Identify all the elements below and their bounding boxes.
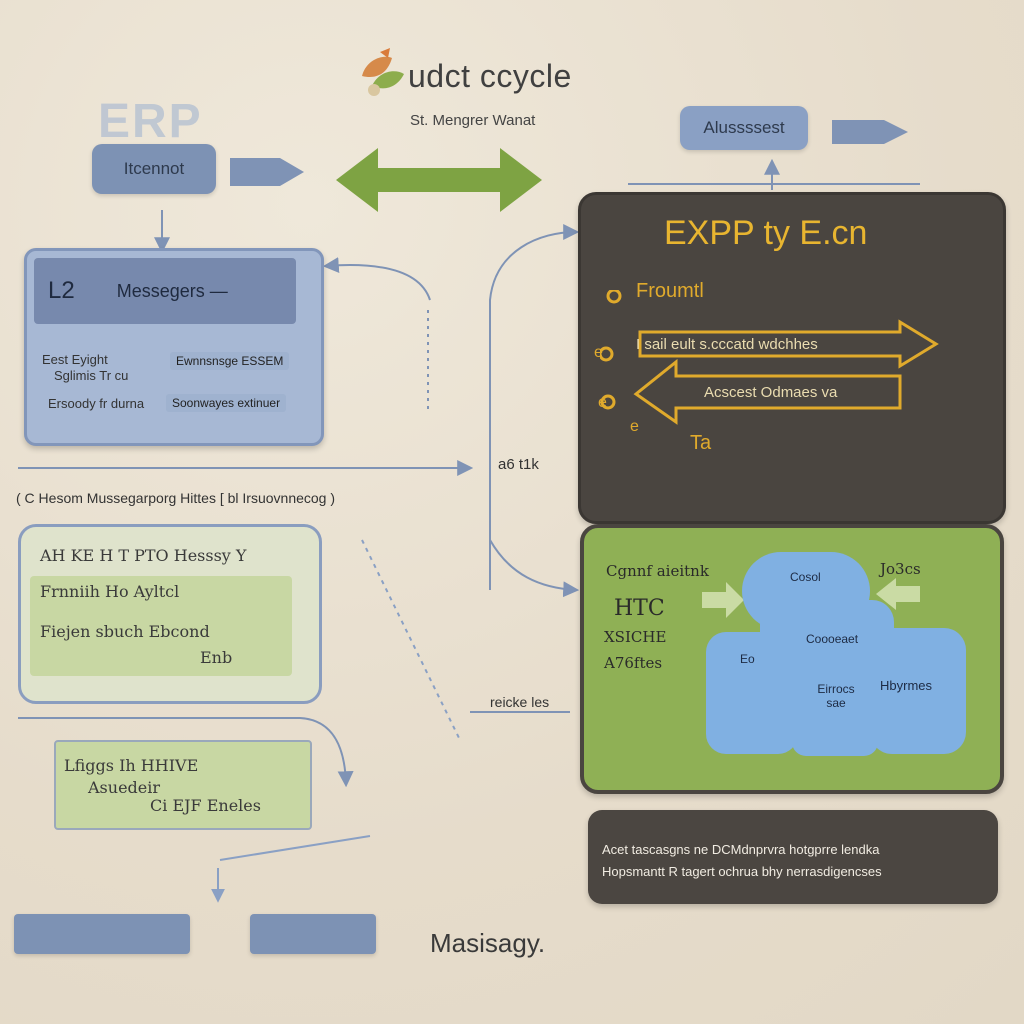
green-line: XSICHE: [604, 628, 667, 646]
footer-label: Masisagy.: [430, 928, 546, 958]
cloud-label: Hbyrmes: [880, 678, 933, 693]
diagram-title: udct ccycle: [408, 58, 572, 94]
left-notes-inner: [30, 576, 292, 676]
connector-curve: [322, 257, 431, 301]
expp-footer: Ta: [690, 432, 712, 454]
small-note-line: Lfiggs Ih HHIVE: [64, 756, 199, 775]
double-arrow-green: [336, 148, 542, 212]
green-line: Cgnnf aieitnk: [606, 562, 709, 580]
arrow-right-icon: [230, 158, 304, 186]
erp-ghost-label: ERP: [98, 95, 203, 148]
side-label: reicke les: [490, 694, 550, 710]
small-notes-box: [54, 740, 312, 830]
bottom-summary-line: Hopsmantt R tagert ochrua bhy nerrasdige…: [602, 864, 882, 879]
cloud-label: Coooeaet: [806, 632, 859, 646]
cloud-left: [706, 632, 798, 754]
bottom-mid-bar: [250, 914, 376, 954]
messages-row-tag: Soonwayes extinuer: [166, 394, 287, 412]
green-right-text: Jo3cs: [880, 560, 921, 578]
messages-row: Ersoody fr durna: [48, 396, 145, 411]
cloud-label: Eo: [740, 652, 755, 666]
leaf-logo-icon: [362, 48, 404, 96]
bottom-summary-line: Acet tascasgns ne DCMdnprvra hotgprre le…: [602, 842, 880, 857]
top-left-pill-label: Itcennot: [123, 159, 185, 178]
messages-row: Sglimis Tr cu: [54, 368, 129, 383]
expp-arrow1-text: I sail eult s.cccatd wdchhes: [636, 336, 818, 353]
expp-panel: [578, 192, 1006, 524]
arrow-right-icon: [702, 582, 744, 618]
diagram-subtitle: St. Mengrer Wanat: [410, 112, 536, 129]
messages-row-tag: Ewnnsnsge ESSEM: [170, 352, 290, 370]
expp-panel-title: EXPP ty E.cn: [664, 214, 868, 252]
cloud-label: Eirrocs sae: [817, 682, 855, 710]
messages-row-left: Eest Eyight: [42, 352, 108, 367]
left-note-line: Fiejen sbuch Ebcond: [40, 622, 210, 641]
arrow-right-icon: [832, 120, 908, 144]
gold-arrow-right-icon: [638, 319, 939, 369]
left-note-line: Frnniih Ho Ayltcl: [40, 582, 180, 601]
cloud-center: [792, 640, 878, 756]
expp-bullet: e: [598, 394, 607, 411]
bottom-left-bar: [14, 914, 190, 954]
top-right-pill-label: Alussssest: [703, 118, 785, 137]
connector-curve: [489, 539, 580, 598]
connector-curve: [489, 224, 580, 590]
messages-header-label: Messegers —: [116, 280, 228, 301]
gold-arrow-left-icon: [633, 358, 902, 425]
small-note-line: Ci EJF Eneles: [150, 796, 261, 815]
cloud-right: [870, 628, 966, 754]
expp-bullet: e: [630, 418, 639, 435]
left-note-line: Enb: [200, 648, 233, 667]
left-note-line: AH KE H T PTO Hesssy Y: [40, 546, 247, 565]
expp-arrow2-text: Acscest Odmaes va: [704, 384, 838, 401]
green-arrows: [702, 578, 920, 618]
cloud-label: Cosol: [790, 570, 821, 584]
connector-line: [219, 835, 371, 861]
arrow-left-icon: [876, 578, 920, 610]
messages-header-left: L2: [48, 277, 75, 304]
top-right-pill: Alussssest: [680, 106, 808, 150]
expp-panel-subtitle: Froumtl: [636, 280, 704, 302]
top-left-pill: Itcennot: [92, 144, 216, 194]
center-label: a6 t1k: [498, 456, 539, 473]
expp-bullet: e: [594, 344, 603, 361]
bottom-summary-panel: [588, 810, 998, 904]
small-note-line: Asuedeir: [88, 778, 161, 797]
connector-line: [361, 539, 461, 741]
bullet-icon: [600, 346, 614, 362]
bullet-icon: [606, 290, 622, 304]
connector-line: [18, 717, 354, 788]
messages-panel-header: L2 Messegers —: [34, 258, 296, 324]
green-line: HTC: [614, 596, 665, 621]
messages-row: Eest Eyight: [42, 352, 108, 367]
bullet-icon: [600, 394, 616, 410]
green-line: A76ftes: [604, 654, 663, 672]
caption-line: ( C Hesom Mussegarporg Hittes [ bl Irsuo…: [16, 490, 336, 506]
expp-arrows: [600, 290, 939, 425]
